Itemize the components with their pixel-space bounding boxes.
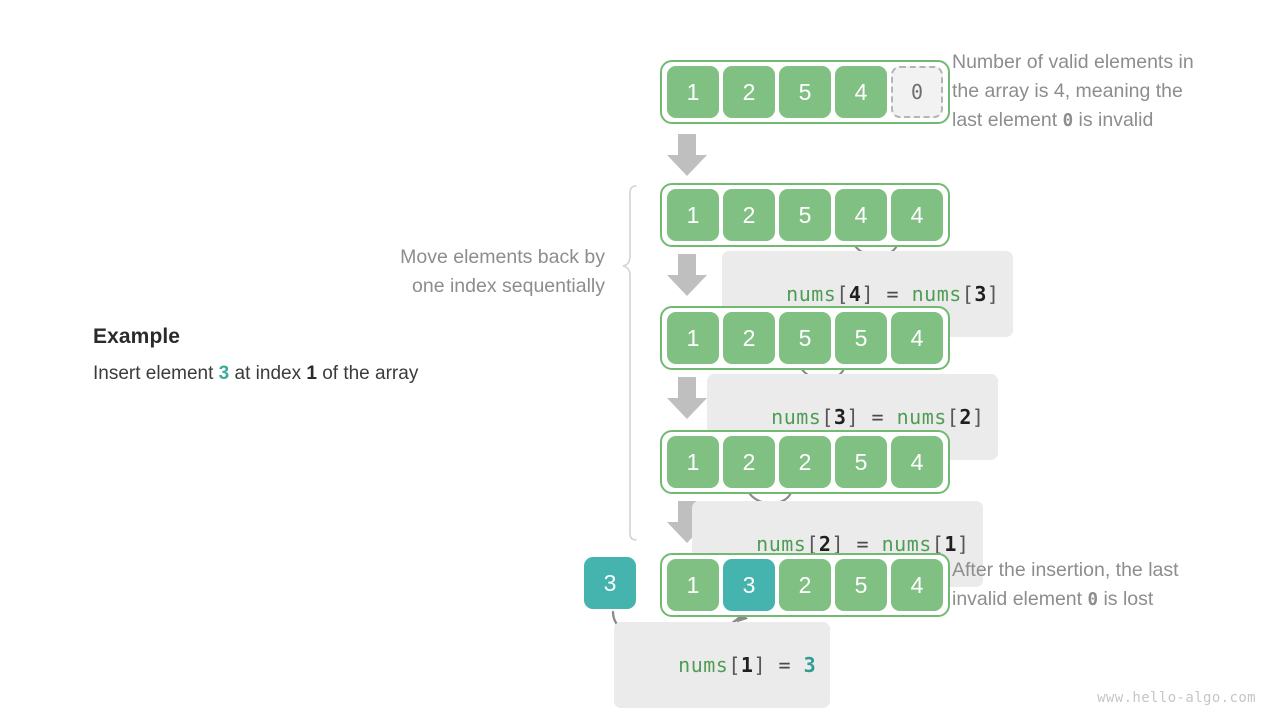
code-bracket: ] [971, 405, 985, 429]
code-bracket: [ [806, 532, 819, 556]
code-bracket: [ [821, 405, 834, 429]
arrow-head [667, 155, 707, 176]
array-cell: 4 [835, 189, 887, 241]
note-line: last element [952, 109, 1063, 131]
note-valid-elements: Number of valid elements in the array is… [952, 48, 1272, 136]
array-row-4: 1 2 2 5 4 [660, 430, 950, 494]
array-row-2: 1 2 5 4 4 [660, 183, 950, 247]
array-cell: 4 [835, 66, 887, 118]
code-value: 3 [803, 653, 817, 677]
step-arrow-down [667, 254, 707, 296]
array-cell: 1 [667, 66, 719, 118]
array-cell: 1 [667, 312, 719, 364]
array-cell: 4 [891, 436, 943, 488]
arrow-head [667, 398, 707, 419]
array-cell: 5 [835, 312, 887, 364]
array-row-5: 1 3 2 5 4 [660, 553, 950, 617]
code-identifier: nums [786, 282, 837, 306]
code-identifier: nums [896, 405, 947, 429]
array-row-3: 1 2 5 5 4 [660, 306, 950, 370]
code-identifier: nums [678, 653, 729, 677]
note-inline-value: 0 [1087, 590, 1099, 610]
array-cell: 2 [723, 189, 775, 241]
arrow-shaft [678, 134, 696, 156]
array-cell: 1 [667, 436, 719, 488]
code-index: 1 [944, 532, 957, 556]
code-chip-insert: nums[1] = 3 [614, 622, 831, 708]
step-arrow-down [667, 134, 707, 176]
desc-insert-value: 3 [218, 363, 230, 384]
example-description: Insert element 3 at index 1 of the array [93, 363, 563, 385]
array-cell: 2 [723, 312, 775, 364]
array-cell: 2 [779, 559, 831, 611]
note-after-insertion: After the insertion, the last invalid el… [952, 556, 1272, 615]
code-operator: = [886, 282, 900, 306]
code-bracket: [ [728, 653, 741, 677]
code-bracket: ] [831, 532, 844, 556]
code-bracket: ] [861, 282, 874, 306]
code-bracket: [ [836, 282, 849, 306]
array-cell-invalid: 0 [891, 66, 943, 118]
note-line: the array is 4, meaning the [952, 80, 1183, 102]
note-line: is lost [1098, 588, 1154, 610]
code-bracket: ] [753, 653, 766, 677]
code-bracket: [ [931, 532, 945, 556]
arrow-shaft [678, 254, 696, 276]
array-cell: 5 [779, 312, 831, 364]
code-index: 1 [740, 653, 754, 677]
code-bracket: ] [986, 282, 1000, 306]
code-bracket: [ [961, 282, 975, 306]
code-identifier: nums [881, 532, 932, 556]
array-cell: 1 [667, 559, 719, 611]
code-bracket: ] [956, 532, 970, 556]
arrow-shaft [678, 501, 696, 523]
code-bracket: [ [946, 405, 960, 429]
code-index: 3 [974, 282, 987, 306]
grouping-brace [622, 185, 637, 541]
desc-insert-index: 1 [306, 363, 317, 384]
example-title: Example [93, 325, 181, 348]
note-line: one index sequentially [412, 275, 605, 297]
array-cell: 5 [835, 436, 887, 488]
watermark: www.hello-algo.com [1097, 690, 1256, 706]
code-bracket: ] [846, 405, 859, 429]
array-cell: 4 [891, 189, 943, 241]
note-line: is invalid [1073, 109, 1154, 131]
array-cell: 2 [723, 436, 775, 488]
arrow-shaft [678, 377, 696, 399]
note-move-elements: Move elements back by one index sequenti… [330, 243, 605, 301]
note-inline-value: 0 [1062, 111, 1074, 131]
note-line: invalid element [952, 588, 1088, 610]
desc-part: Insert element [93, 363, 219, 384]
array-cell: 5 [779, 189, 831, 241]
array-cell-highlight: 3 [723, 559, 775, 611]
code-index: 3 [833, 405, 847, 429]
note-line: After the insertion, the last [952, 559, 1179, 581]
code-identifier: nums [771, 405, 822, 429]
desc-part: of the array [316, 363, 419, 384]
array-row-1: 1 2 5 4 0 [660, 60, 950, 124]
code-identifier: nums [911, 282, 962, 306]
arrow-head [667, 275, 707, 296]
step-arrow-down [667, 377, 707, 419]
example-block: Example Insert element 3 at index 1 of t… [93, 325, 563, 385]
note-line: Move elements back by [400, 246, 605, 268]
code-index: 2 [818, 532, 832, 556]
array-cell: 4 [891, 559, 943, 611]
array-cell: 1 [667, 189, 719, 241]
code-operator: = [778, 653, 792, 677]
code-identifier: nums [756, 532, 807, 556]
insert-value-cell: 3 [584, 557, 636, 609]
array-cell: 2 [723, 66, 775, 118]
code-operator: = [871, 405, 885, 429]
array-cell: 5 [835, 559, 887, 611]
note-line: Number of valid elements in [952, 51, 1194, 73]
array-cell: 4 [891, 312, 943, 364]
code-operator: = [856, 532, 870, 556]
desc-part: at index [229, 363, 307, 384]
code-index: 4 [848, 282, 862, 306]
array-cell: 5 [779, 66, 831, 118]
array-cell: 2 [779, 436, 831, 488]
code-index: 2 [959, 405, 972, 429]
